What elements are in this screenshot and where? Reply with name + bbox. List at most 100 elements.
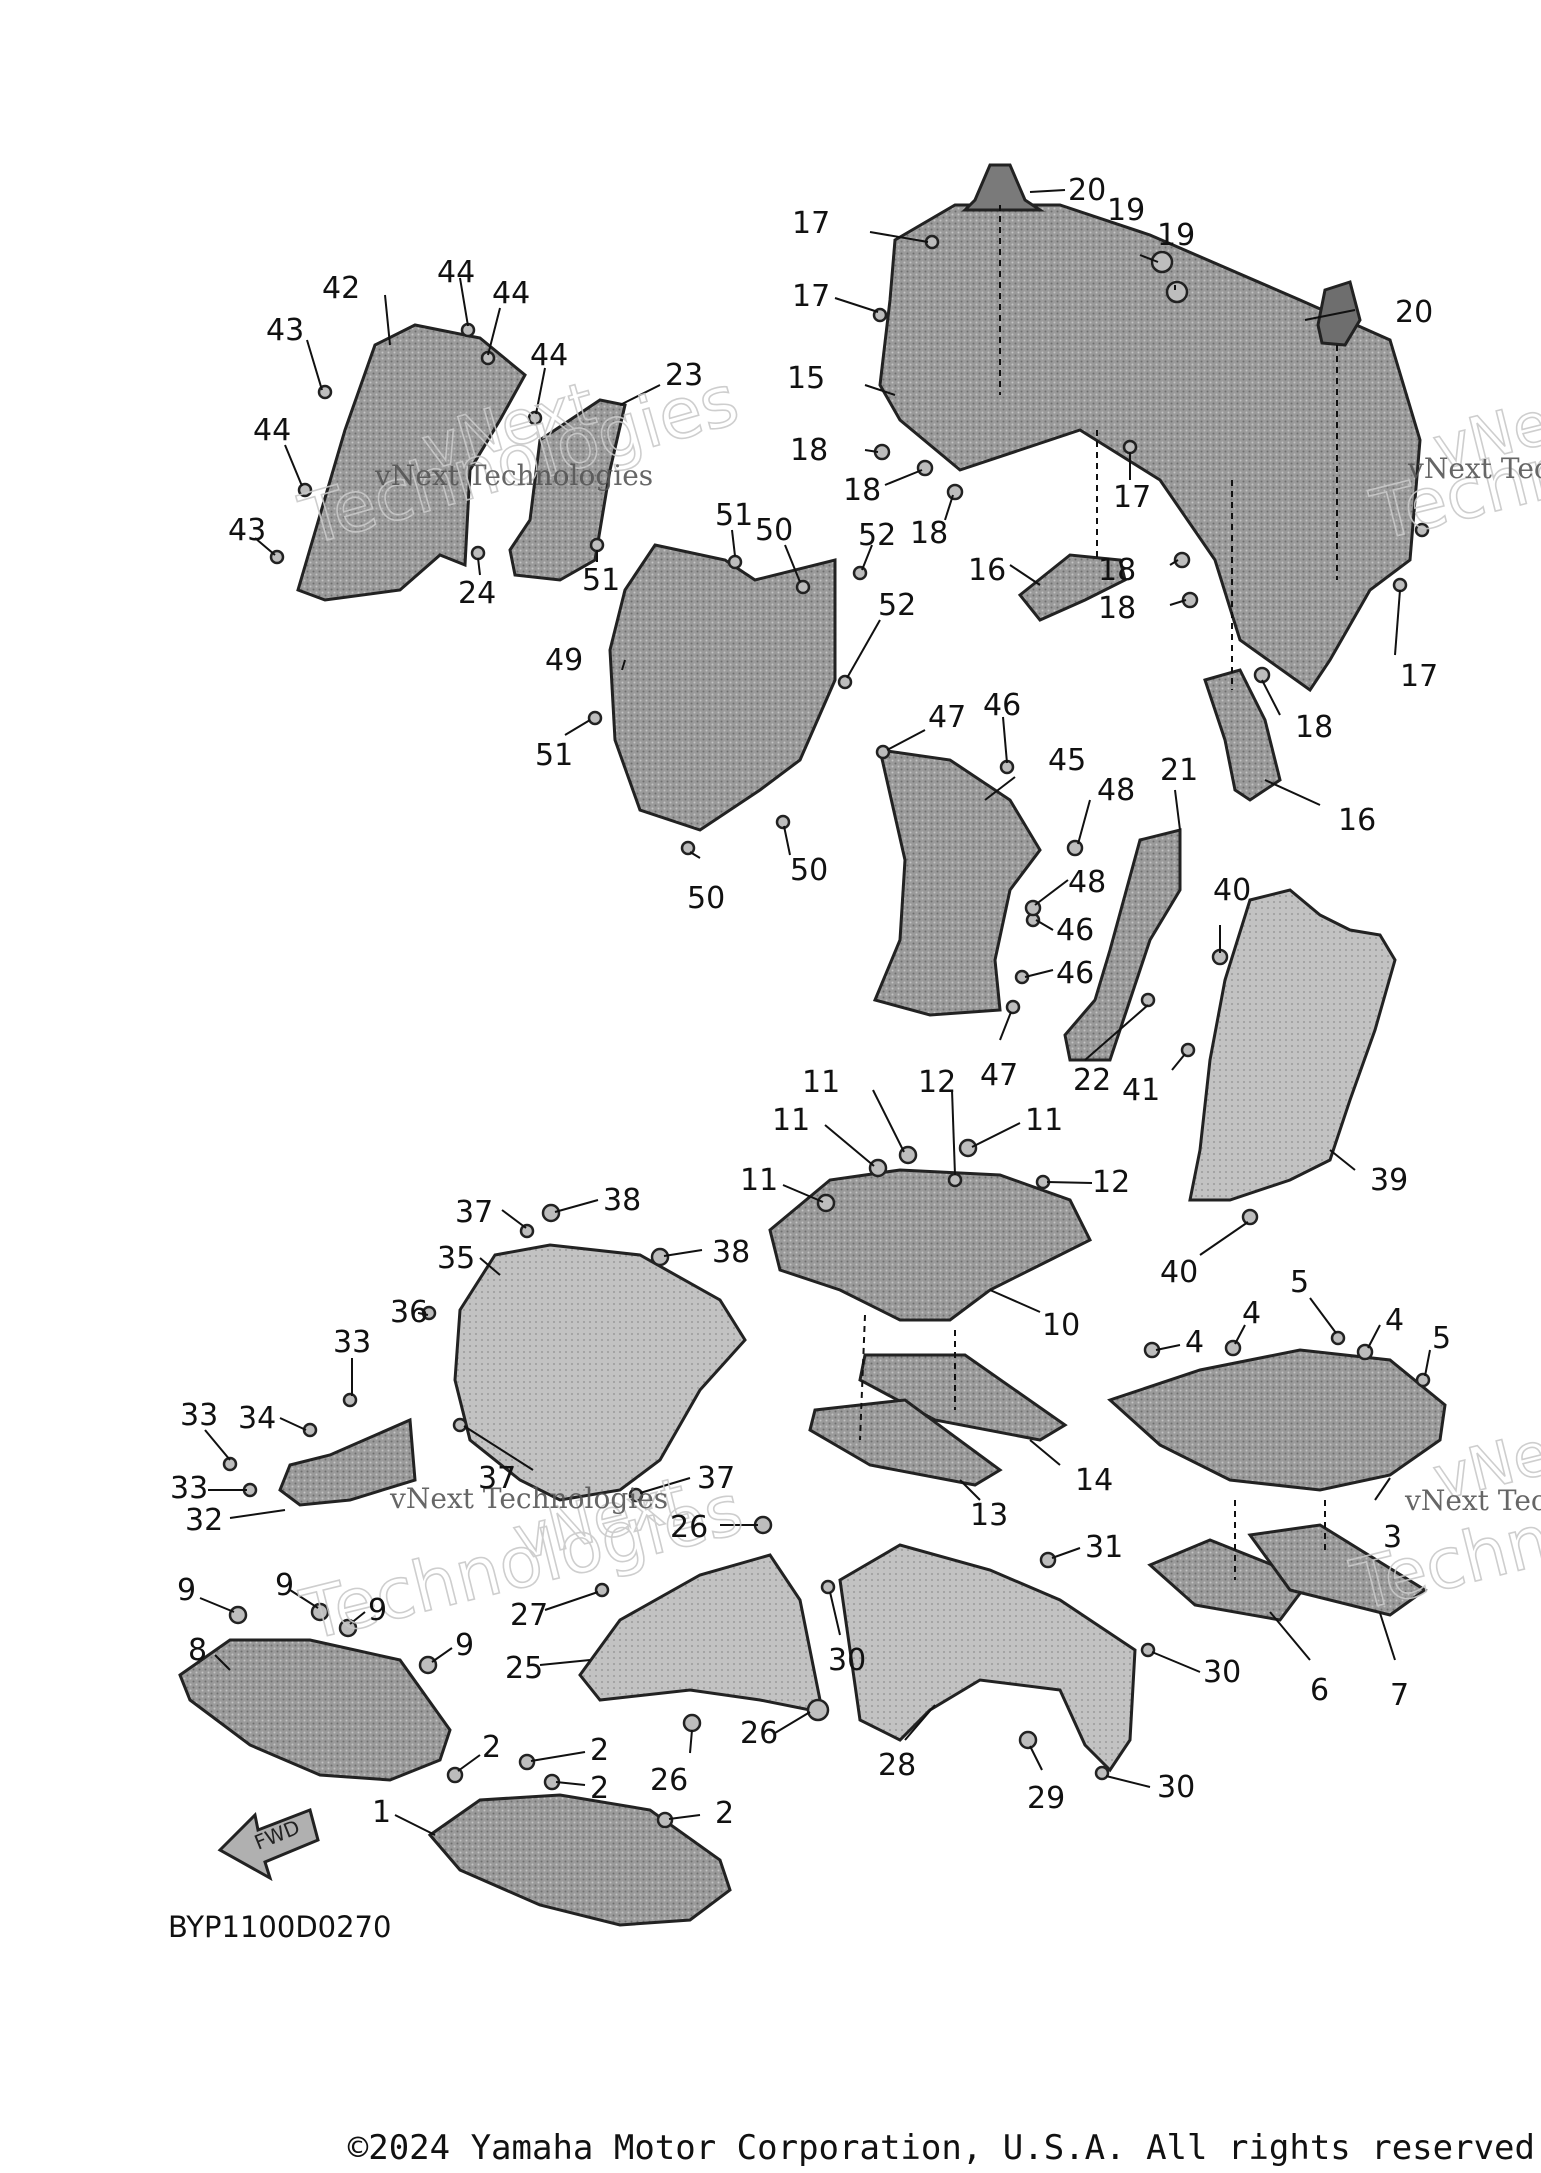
callout-50: 50 (790, 853, 828, 888)
callout-12: 12 (1092, 1165, 1130, 1200)
callout-15: 15 (787, 361, 825, 396)
part-14-strip (858, 1353, 1068, 1442)
callout-37: 37 (697, 1461, 735, 1496)
callout-52: 52 (858, 518, 896, 553)
callout-7: 7 (1390, 1678, 1409, 1713)
callout-43: 43 (266, 313, 304, 348)
callout-40: 40 (1160, 1255, 1198, 1290)
callout-52: 52 (878, 588, 916, 623)
callout-51: 51 (582, 563, 620, 598)
callout-17: 17 (792, 279, 830, 314)
fastener-47b (1005, 999, 1021, 1015)
part-16-guard-left (1017, 553, 1127, 622)
fastener-4b (1224, 1339, 1242, 1357)
fastener-44d (297, 482, 313, 498)
callout-41: 41 (1122, 1073, 1160, 1108)
fastener-52a (852, 565, 868, 581)
callout-12: 12 (918, 1065, 956, 1100)
fastener-37c (628, 1487, 644, 1503)
callout-6: 6 (1310, 1673, 1329, 1708)
callout-51: 51 (715, 498, 753, 533)
leader-lines (199, 189, 1431, 1836)
fastener-38a (541, 1203, 561, 1223)
callout-37: 37 (478, 1461, 516, 1496)
part-45-duct (872, 748, 1042, 1017)
fastener-33b (222, 1456, 238, 1472)
part-7-strip (1247, 1523, 1428, 1617)
part-32-bracket (278, 1417, 417, 1507)
callout-22: 22 (1073, 1063, 1111, 1098)
callout-11: 11 (802, 1065, 840, 1100)
callout-49: 49 (545, 643, 583, 678)
copyright-notice: ©2024 Yamaha Motor Corporation, U.S.A. A… (347, 2128, 1535, 2168)
callout-9: 9 (368, 1593, 387, 1628)
fastener-4c (1356, 1343, 1374, 1361)
part-3-floor (1107, 1348, 1447, 1492)
fastener-37b (452, 1417, 468, 1433)
callout-46: 46 (1056, 956, 1094, 991)
callout-26: 26 (670, 1510, 708, 1545)
fastener-5b (1415, 1372, 1431, 1388)
callout-9: 9 (455, 1628, 474, 1663)
fastener-47a (875, 744, 891, 760)
callout-19: 19 (1107, 193, 1145, 228)
diagram-code: BYP1100D0270 (168, 1910, 392, 1944)
callout-11: 11 (1025, 1103, 1063, 1138)
callout-16: 16 (968, 553, 1006, 588)
part-8-floor (178, 1638, 452, 1782)
callout-8: 8 (188, 1633, 207, 1668)
fastener-51a (727, 554, 743, 570)
fastener-11c (958, 1138, 978, 1158)
part-21-strip (1063, 828, 1182, 1062)
callout-34: 34 (238, 1401, 276, 1436)
part-23-bracket (508, 398, 627, 582)
callout-20: 20 (1068, 173, 1106, 208)
part-16-guard-right (1203, 668, 1282, 802)
callout-4: 4 (1385, 1303, 1404, 1338)
fastener-11d (816, 1193, 836, 1213)
callout-18: 18 (1295, 710, 1333, 745)
callout-40: 40 (1213, 873, 1251, 908)
callout-44: 44 (437, 255, 475, 290)
callout-24: 24 (458, 576, 496, 611)
callout-27: 27 (510, 1598, 548, 1633)
fastener-33a (342, 1392, 358, 1408)
fastener-29 (1018, 1730, 1038, 1750)
fastener-18f (1253, 666, 1271, 684)
fastener-44c (527, 410, 543, 426)
fastener-40b (1241, 1208, 1259, 1226)
callout-38: 38 (712, 1235, 750, 1270)
fastener-19a (1150, 250, 1174, 274)
fastener-27 (594, 1582, 610, 1598)
callout-18: 18 (790, 433, 828, 468)
callout-30: 30 (1157, 1770, 1195, 1805)
callout-18: 18 (843, 473, 881, 508)
callout-47: 47 (928, 700, 966, 735)
fastener-9a (228, 1605, 248, 1625)
fastener-44e (470, 545, 486, 561)
fastener-31 (1039, 1551, 1057, 1569)
callout-51: 51 (535, 738, 573, 773)
callout-36: 36 (390, 1295, 428, 1330)
fastener-19b (1165, 280, 1189, 304)
callout-46: 46 (1056, 913, 1094, 948)
part-35-tunnel (453, 1243, 747, 1502)
fastener-18b (916, 459, 934, 477)
callout-29: 29 (1027, 1781, 1065, 1816)
callout-47: 47 (980, 1058, 1018, 1093)
part-49-center-cover (608, 543, 837, 832)
fastener-52b (837, 674, 853, 690)
fastener-11b (868, 1158, 888, 1178)
callout-18: 18 (1098, 591, 1136, 626)
callout-17: 17 (1113, 480, 1151, 515)
fwd-arrow: FWD (217, 1808, 320, 1882)
callout-18: 18 (1098, 553, 1136, 588)
callout-44: 44 (492, 276, 530, 311)
callout-25: 25 (505, 1651, 543, 1686)
callout-14: 14 (1075, 1463, 1113, 1498)
part-15-rear-fender (878, 203, 1422, 693)
callout-39: 39 (1370, 1163, 1408, 1198)
part-20-boot-top (961, 163, 1045, 212)
callout-19: 19 (1157, 218, 1195, 253)
fastener-22 (1140, 992, 1156, 1008)
